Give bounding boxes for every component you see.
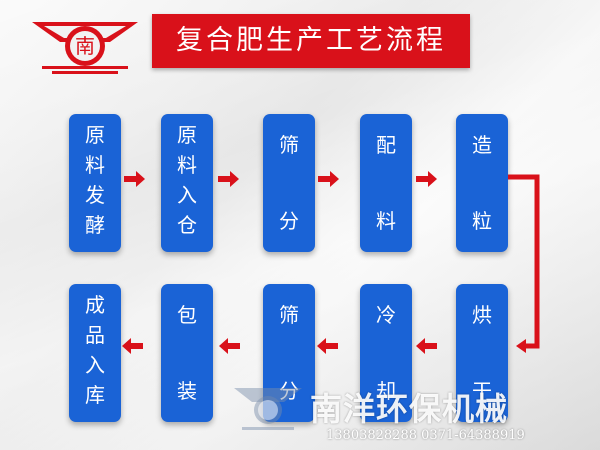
step-char: 干 xyxy=(472,379,492,403)
step-raw-material-storage: 原 料 入 仓 xyxy=(161,114,213,252)
step-char: 配 xyxy=(376,133,396,157)
step-screening-2: 筛 分 xyxy=(263,284,315,422)
arrow-left-icon xyxy=(122,338,143,354)
step-char: 粒 xyxy=(472,209,492,233)
step-raw-material-fermentation: 原 料 发 酵 xyxy=(69,114,121,252)
arrow-right-icon xyxy=(218,171,239,187)
arrow-left-icon xyxy=(416,338,437,354)
step-char: 原 xyxy=(85,123,105,147)
step-char: 入 xyxy=(177,183,197,207)
arrow-right-icon xyxy=(318,171,339,187)
connector-arrow xyxy=(508,174,540,353)
step-batching: 配 料 xyxy=(360,114,412,252)
arrow-right-icon xyxy=(124,171,145,187)
step-char: 烘 xyxy=(472,303,492,327)
step-char: 仓 xyxy=(177,213,197,237)
step-char: 造 xyxy=(472,133,492,157)
company-logo: 南 xyxy=(32,22,138,74)
arrow-left-icon xyxy=(219,338,240,354)
step-char: 包 xyxy=(177,303,197,327)
step-char: 库 xyxy=(85,383,105,407)
step-char: 却 xyxy=(376,379,396,403)
step-screening-1: 筛 分 xyxy=(263,114,315,252)
watermark-logo xyxy=(234,388,302,430)
page-title: 复合肥生产工艺流程 xyxy=(152,14,470,68)
step-char: 入 xyxy=(85,353,105,377)
step-char: 料 xyxy=(85,153,105,177)
arrow-left-icon xyxy=(317,338,338,354)
company-watermark: 南洋环保机械 13803828288 0371-64388919 xyxy=(226,378,596,448)
step-char: 料 xyxy=(376,209,396,233)
step-packaging: 包 装 xyxy=(161,284,213,422)
step-char: 成 xyxy=(85,293,105,317)
step-char: 装 xyxy=(177,379,197,403)
step-char: 发 xyxy=(85,183,105,207)
step-cooling: 冷 却 xyxy=(360,284,412,422)
step-char: 冷 xyxy=(376,303,396,327)
svg-text:南: 南 xyxy=(75,34,95,58)
step-char: 筛 xyxy=(279,133,299,157)
step-char: 原 xyxy=(177,123,197,147)
watermark-company-name: 南洋环保机械 xyxy=(310,390,509,428)
step-product-warehousing: 成 品 入 库 xyxy=(69,284,121,422)
step-char: 料 xyxy=(177,153,197,177)
step-char: 品 xyxy=(85,323,105,347)
arrow-right-icon xyxy=(416,171,437,187)
step-char: 筛 xyxy=(279,303,299,327)
step-drying: 烘 干 xyxy=(456,284,508,422)
step-char: 酵 xyxy=(85,213,105,237)
watermark-phone-numbers: 13803828288 0371-64388919 xyxy=(326,428,525,443)
step-granulation: 造 粒 xyxy=(456,114,508,252)
step-char: 分 xyxy=(279,209,299,233)
step-char: 分 xyxy=(279,378,299,404)
